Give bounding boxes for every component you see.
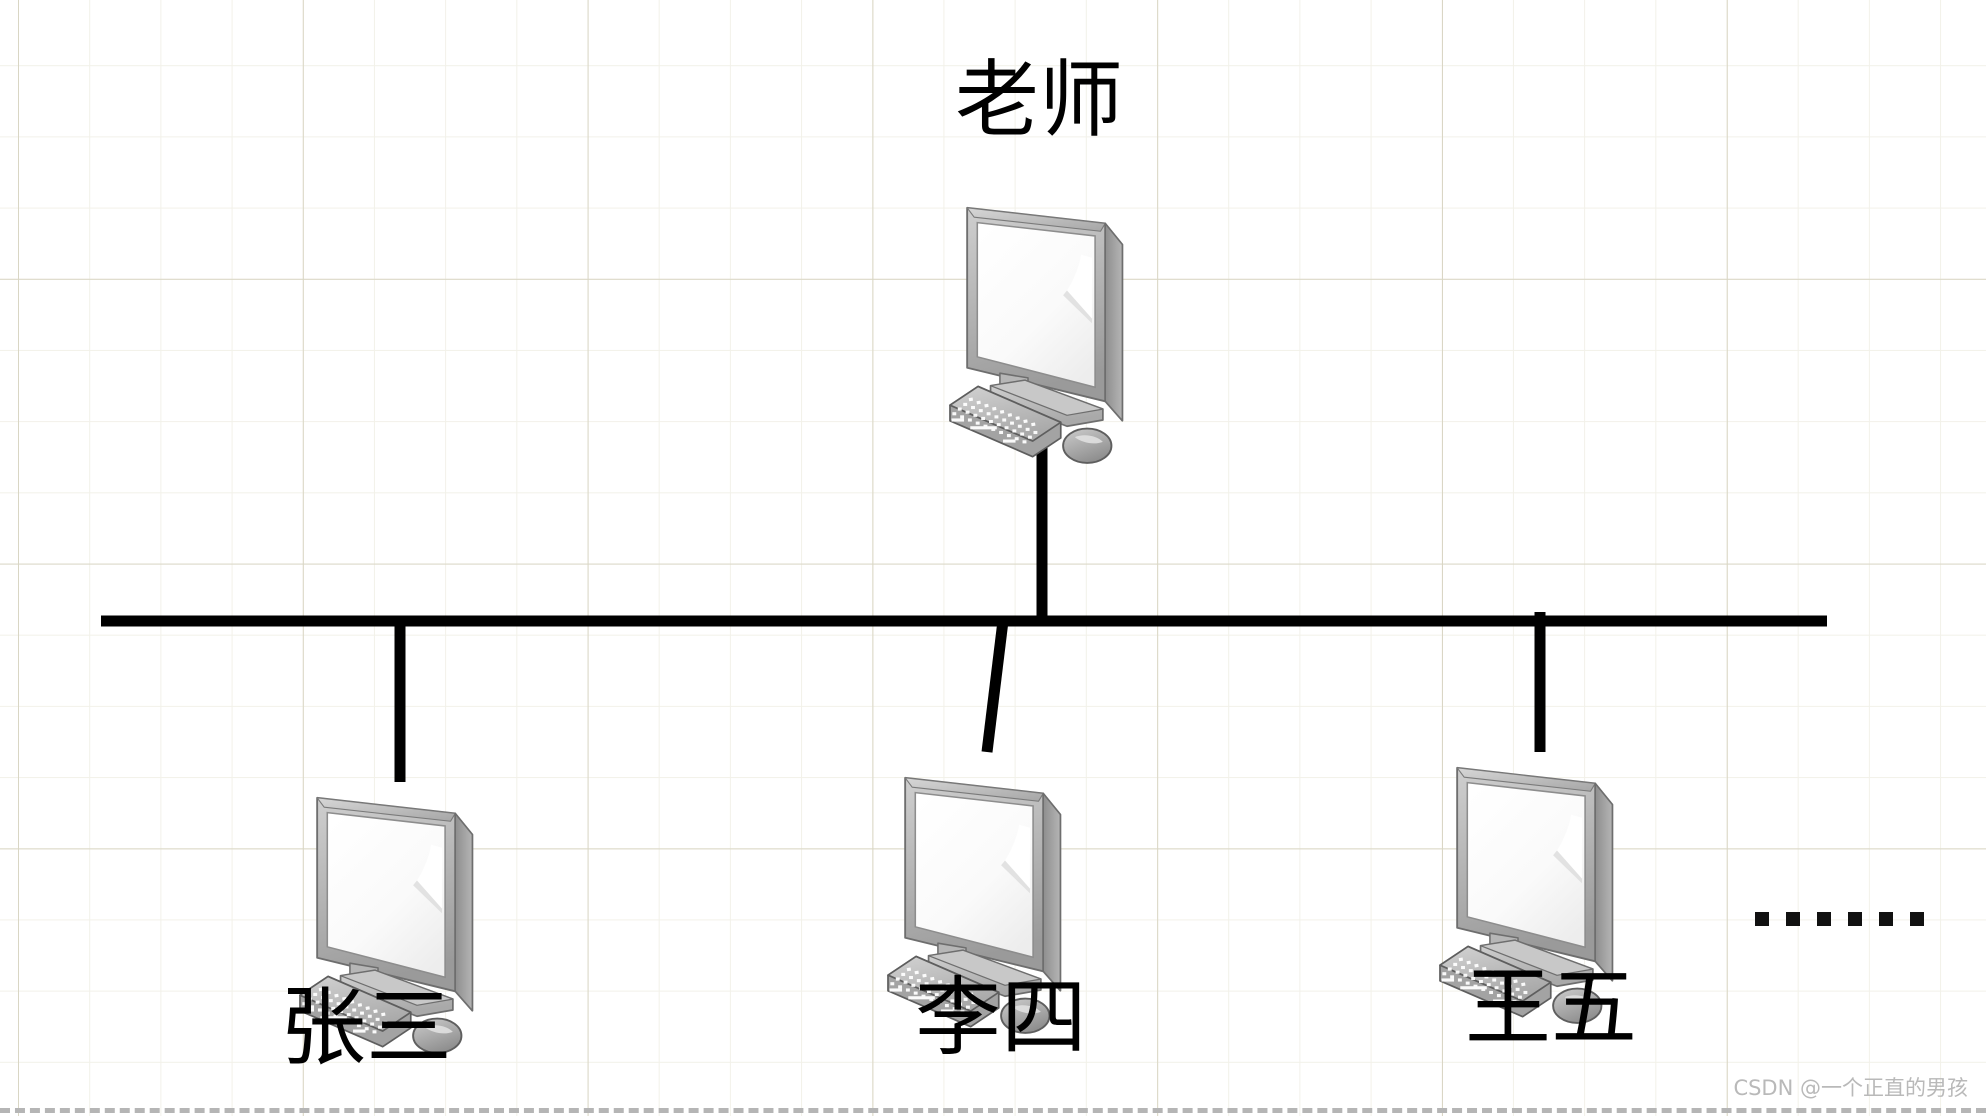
bus-network-links <box>101 432 1827 782</box>
ellipsis-more-nodes <box>1755 912 1924 926</box>
csdn-watermark: CSDN @一个正直的男孩 <box>1733 1076 1968 1100</box>
ellipsis-dot <box>1817 912 1831 926</box>
node-label-zhangsan: 张三 <box>280 978 452 1078</box>
node-label-teacher: 老师 <box>955 51 1124 149</box>
ellipsis-dot <box>1879 912 1893 926</box>
node-label-wangwu: 王五 <box>1465 958 1637 1058</box>
bottom-dashed-border <box>0 1108 1986 1113</box>
node-label-lisi: 李四 <box>915 968 1087 1068</box>
ellipsis-dot <box>1848 912 1862 926</box>
computer-teacher <box>949 206 1124 464</box>
ellipsis-dot <box>1755 912 1769 926</box>
ellipsis-dot <box>1910 912 1924 926</box>
link-lisi-to-bus <box>981 620 1009 753</box>
ellipsis-dot <box>1786 912 1800 926</box>
